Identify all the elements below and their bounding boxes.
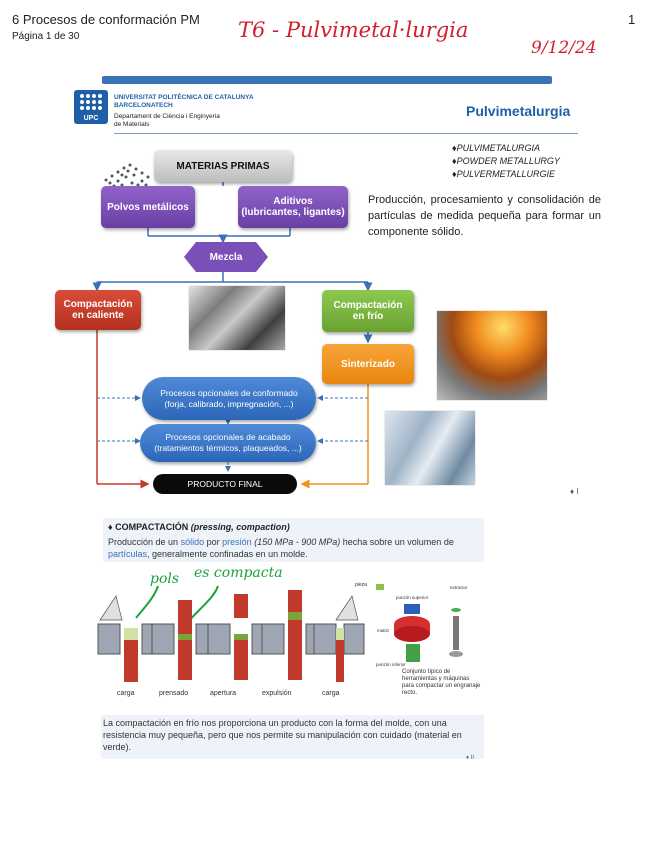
keyword-list: ♦PULVIMETALURGIA ♦POWDER METALLURGY ♦PUL…	[452, 142, 560, 181]
handwritten-date: 9/12/24	[531, 38, 597, 58]
keyword-item: ♦PULVIMETALURGIA	[452, 143, 540, 153]
keyword-item: ♦PULVERMETALLURGIE	[452, 169, 555, 179]
powder-pile-image	[104, 163, 150, 188]
pieza-label: pieza	[355, 582, 367, 588]
sinterizado-box: Sinterizado	[322, 344, 414, 384]
step-label: expulsión	[262, 690, 292, 697]
step-prensado	[151, 600, 219, 680]
keyword-item: ♦POWDER METALLURGY	[452, 156, 560, 166]
handwritten-title: T6 - Pulvimetal·lurgia	[238, 18, 469, 42]
step-label: carga	[117, 690, 135, 697]
tooling-caption: Conjunto típico de herramientas y máquin…	[402, 669, 481, 696]
slide-title: Pulvimetalurgia	[466, 103, 571, 119]
materias-primas-box: MATERIAS PRIMAS	[154, 150, 292, 182]
section-title: ♦ COMPACTACIÓN (pressing, compaction)	[108, 522, 290, 532]
slide-top-bar	[102, 76, 552, 84]
mezcla-label: Mezcla	[209, 251, 243, 263]
part-label: punzón superior	[396, 595, 429, 600]
machining-image	[385, 411, 475, 485]
step-label: carga	[322, 690, 340, 697]
step-label: prensado	[159, 690, 189, 697]
sintering-furnace-image	[437, 311, 547, 400]
university-name: UNIVERSITAT POLITÈCNICA DE CATALUNYA BAR…	[114, 94, 254, 109]
polvos-metalicos-box: Polvos metálicos	[101, 186, 195, 228]
logo-text: UPC	[83, 115, 99, 122]
producto-final-box: PRODUCTO FINAL	[153, 474, 297, 494]
flow-connectors	[92, 182, 373, 489]
press-machine-image	[189, 286, 285, 350]
handwritten-pols: pols	[150, 571, 180, 587]
tooling-diagram	[376, 584, 463, 662]
handwritten-compacta: es compacta	[194, 565, 283, 581]
compactacion-note: La compactación en frío nos proporciona …	[101, 715, 484, 759]
part-label: extractor	[450, 585, 468, 590]
page-number: 1	[628, 12, 636, 27]
definition-text: Producción, procesamiento y consolidació…	[368, 194, 601, 238]
procesos-conformado-ellipse: Procesos opcionales de conformado(forja,…	[142, 377, 316, 420]
upc-logo: UPC	[74, 90, 108, 124]
step-expulsion	[261, 590, 329, 680]
document-title: 6 Procesos de conformación PM	[12, 12, 200, 27]
compaction-steps-diagram	[97, 585, 365, 682]
aditivos-box: Aditivos(lubricantes, ligantes)	[238, 186, 348, 228]
step-carga-2	[313, 595, 365, 682]
page-indicator: Página 1 de 30	[12, 31, 80, 42]
step-label: apertura	[210, 690, 237, 697]
title-divider	[114, 133, 578, 134]
slide-number: ♦ II	[466, 755, 475, 761]
part-label: punzón inferior	[376, 662, 406, 667]
slide-number: ♦ I	[570, 487, 579, 496]
procesos-acabado-ellipse: Procesos opcionales de acabado(tratamien…	[140, 424, 316, 462]
department-name: Departament de Ciència i Enginyeria de M…	[114, 113, 220, 128]
mezcla-hexagon	[184, 242, 268, 272]
compactacion-header-block: ♦ COMPACTACIÓN (pressing, compaction) Pr…	[103, 518, 484, 562]
part-label: matriz	[377, 628, 390, 633]
compactacion-definition: Producción de un sólido por presión (150…	[108, 537, 454, 559]
